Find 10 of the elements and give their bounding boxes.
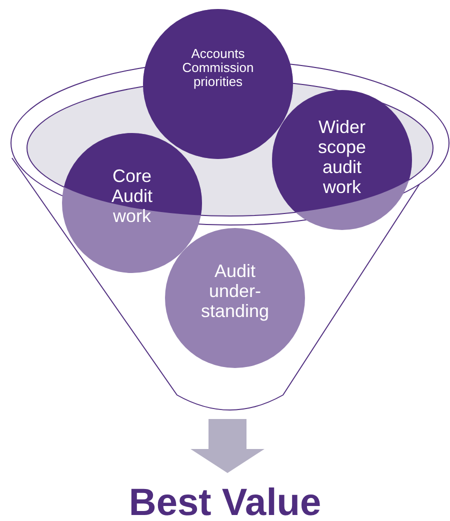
circle-label: Accounts Commission priorities (181, 46, 255, 90)
circle (272, 90, 412, 230)
result-heading: Best Value (75, 484, 375, 521)
circle (143, 9, 293, 159)
circle-label: Audit under- standing (200, 262, 270, 322)
block-arrow (190, 419, 264, 473)
circle (62, 133, 202, 273)
circle-label: Wider scope audit work (316, 118, 368, 198)
circle-label: Core Audit work (110, 167, 154, 227)
circle (165, 228, 305, 368)
